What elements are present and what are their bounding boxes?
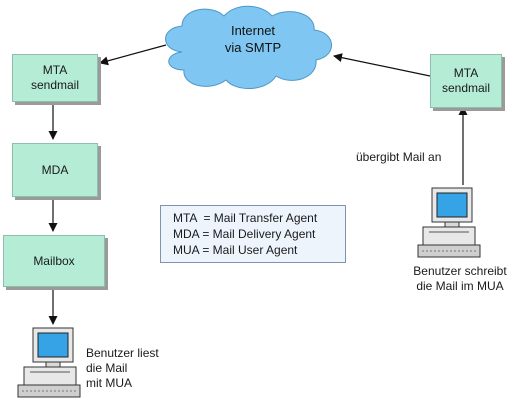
internet-cloud-icon — [165, 5, 332, 90]
right-computer-icon — [417, 187, 481, 258]
mailbox-box: Mailbox — [3, 235, 105, 287]
left-caption-line-2: die Mail — [86, 361, 128, 375]
arrow-cloud-to-left-mta — [99, 44, 167, 66]
left-caption-line-1: Benutzer liest — [86, 346, 159, 360]
left-mta-line-1: MTA — [42, 63, 68, 77]
left-computer-icon — [17, 327, 81, 398]
legend-item-mua: MUA = Mail User Agent — [173, 243, 298, 257]
cloud-line-2: via SMTP — [224, 40, 282, 55]
right-user-caption: Benutzer schreibt die Mail im MUA — [408, 264, 512, 294]
left-caption-line-3: mit MUA — [86, 376, 132, 390]
abbreviation-legend: MTA = Mail Transfer Agent MDA = Mail Del… — [160, 205, 346, 263]
arrow-right-mta-to-cloud — [333, 53, 431, 77]
right-mta-box: MTA sendmail — [430, 54, 502, 108]
left-mta-box: MTA sendmail — [12, 54, 98, 102]
mailbox-label: Mailbox — [33, 253, 75, 268]
left-user-caption: Benutzer liest die Mail mit MUA — [86, 346, 159, 391]
mda-box: MDA — [12, 143, 98, 197]
legend-item-mta: MTA = Mail Transfer Agent — [173, 211, 318, 225]
cloud-line-1: Internet — [230, 23, 276, 38]
right-caption-line-1: Benutzer schreibt — [413, 264, 507, 278]
right-caption-line-2: die Mail im MUA — [416, 279, 504, 293]
right-mta-line-2: sendmail — [441, 81, 491, 95]
mda-label: MDA — [41, 162, 69, 177]
handover-label: übergibt Mail an — [356, 150, 442, 164]
legend-item-mda: MDA = Mail Delivery Agent — [173, 227, 316, 241]
left-mta-line-2: sendmail — [30, 78, 80, 92]
right-mta-line-1: MTA — [453, 66, 479, 80]
internet-cloud-label: Internet via SMTP — [208, 22, 298, 56]
